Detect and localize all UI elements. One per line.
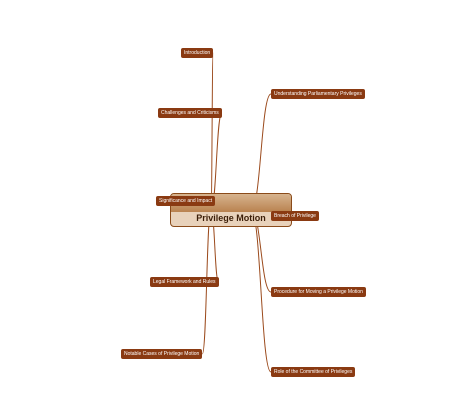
branch-challenges-and-criticisms: Challenges and Criticisms [158,108,222,118]
branch-breach-of-privilege: Breach of Privilege [271,211,319,221]
branch-committee-of-privileges: Role of the Committee of Privileges [271,367,356,377]
branch-notable-cases: Notable Cases of Privilege Motion [121,349,203,359]
branch-introduction: Introduction [181,48,214,58]
connector-branch-introduction [210,52,214,211]
central-topic-label: Privilege Motion [196,213,266,223]
branch-procedure: Procedure for Moving a Privilege Motion [271,287,366,297]
branch-significance-and-impact: Significance and Impact [156,196,216,206]
connector-branch-committee-of-privileges [250,209,272,373]
branch-legal-framework-and-rules: Legal Framework and Rules [150,277,219,287]
branch-understanding-parliamentary-privileges: Understanding Parliamentary Privileges [271,89,365,99]
